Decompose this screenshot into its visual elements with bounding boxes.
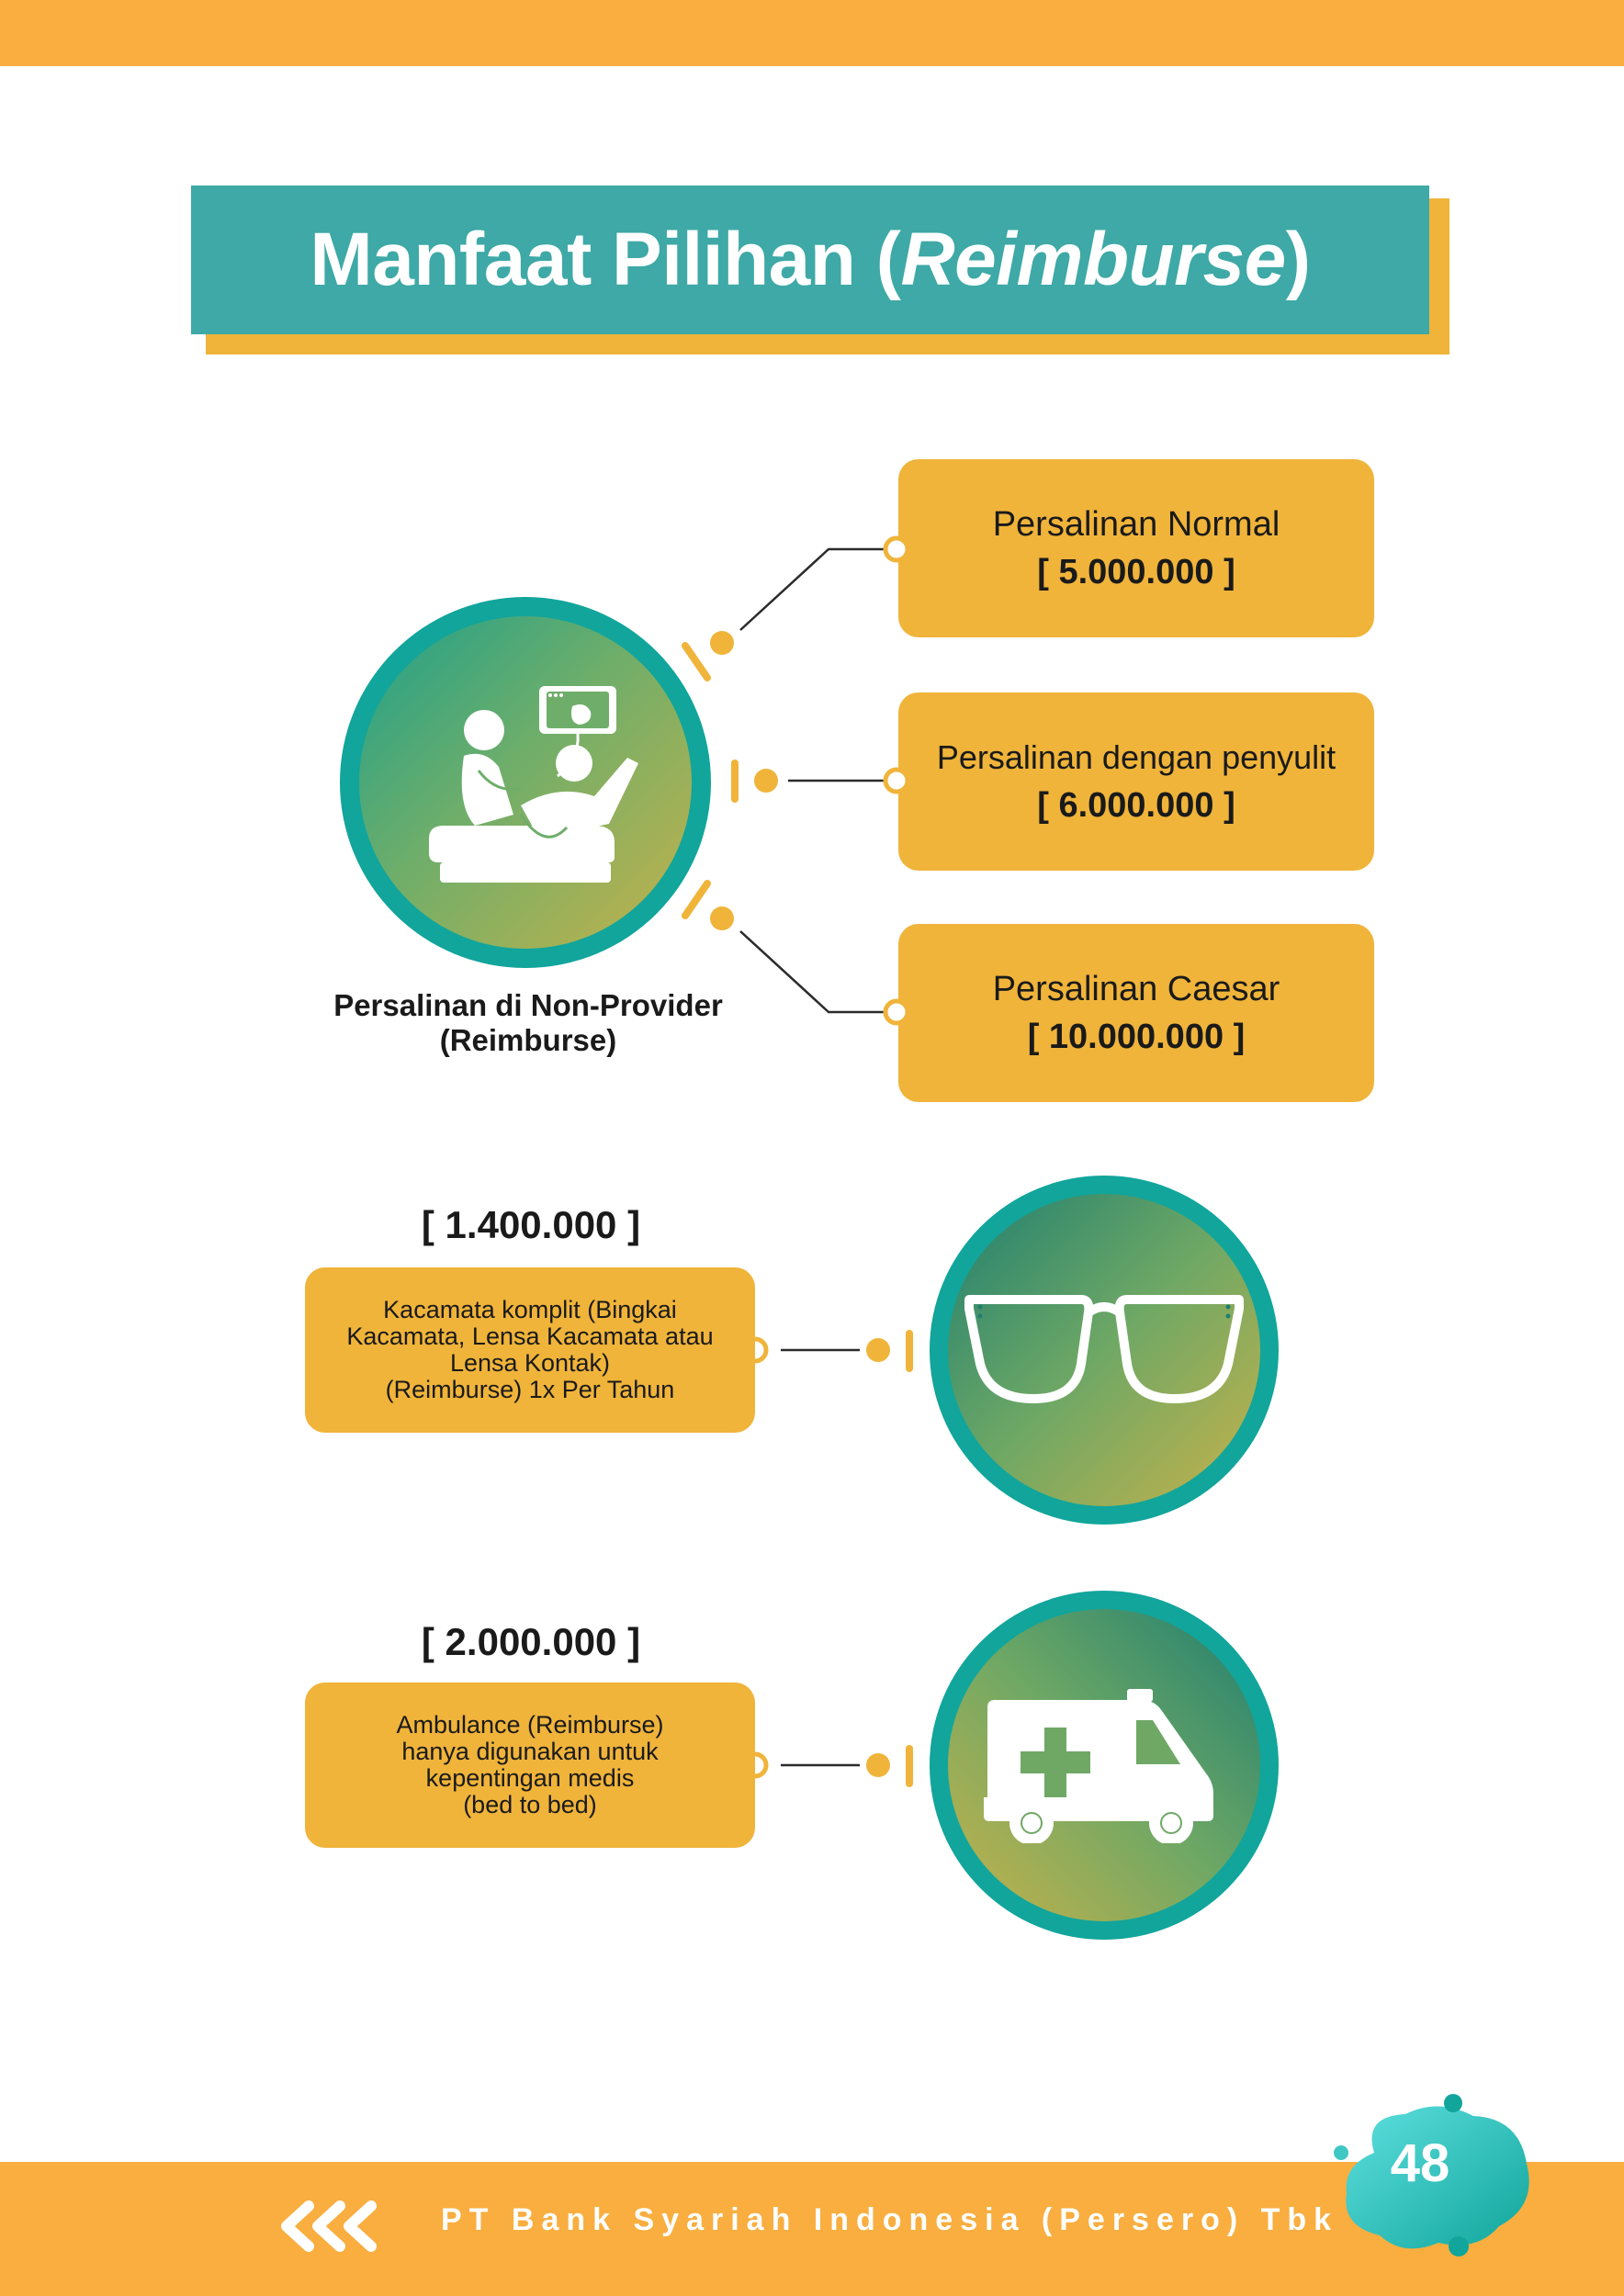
glasses-line: (Reimburse) 1x Per Tahun xyxy=(385,1376,675,1403)
tag-amount: [ 6.000.000 ] xyxy=(1037,786,1235,825)
ambulance-circle-inner xyxy=(948,1609,1260,1921)
page-number-blob xyxy=(1334,2094,1529,2257)
top-band xyxy=(0,0,1624,66)
tag-label: Persalinan Normal xyxy=(992,505,1280,544)
ambulance-line: (bed to bed) xyxy=(463,1791,597,1818)
delivery-caption-line2: (Reimburse) xyxy=(439,1023,617,1057)
delivery-circle xyxy=(340,597,711,968)
glasses-circle xyxy=(930,1176,1279,1525)
triple-chevron-left-icon[interactable] xyxy=(276,2199,384,2254)
tag-label: Persalinan dengan penyulit xyxy=(936,738,1336,776)
glasses-line: Lensa Kontak) xyxy=(449,1349,611,1377)
glasses-tag: Kacamata komplit (Bingkai Kacamata, Lens… xyxy=(305,1267,755,1433)
eyeglasses-icon xyxy=(964,1295,1244,1403)
page-title: Manfaat Pilihan (Reimburse) xyxy=(310,218,1311,301)
glasses-line: Kacamata komplit (Bingkai xyxy=(383,1296,677,1323)
title-banner: Manfaat Pilihan (Reimburse) xyxy=(191,186,1429,334)
glasses-amount: [ 1.400.000 ] xyxy=(421,1203,641,1246)
childbirth-ultrasound-icon xyxy=(429,686,638,883)
page-number: 48 xyxy=(1390,2133,1450,2193)
ambulance-circle xyxy=(930,1591,1279,1940)
tag-persalinan-penyulit: Persalinan dengan penyulit [ 6.000.000 ] xyxy=(898,692,1374,871)
tag-persalinan-normal: Persalinan Normal [ 5.000.000 ] xyxy=(898,459,1374,637)
glasses-line: Kacamata, Lensa Kacamata atau xyxy=(346,1322,714,1350)
tag-amount: [ 5.000.000 ] xyxy=(1037,553,1235,591)
tag-label: Persalinan Caesar xyxy=(992,970,1280,1008)
ambulance-tag: Ambulance (Reimburse) hanya digunakan un… xyxy=(305,1683,755,1848)
delivery-caption: Persalinan di Non-Provider (Reimburse) xyxy=(276,988,781,1058)
ambulance-line: kepentingan medis xyxy=(425,1764,635,1792)
ambulance-icon xyxy=(984,1689,1213,1843)
ambulance-amount: [ 2.000.000 ] xyxy=(421,1620,641,1663)
tag-amount: [ 10.000.000 ] xyxy=(1027,1018,1246,1056)
tag-persalinan-caesar: Persalinan Caesar [ 10.000.000 ] xyxy=(898,924,1374,1102)
delivery-circle-inner xyxy=(359,616,692,949)
ambulance-line: Ambulance (Reimburse) xyxy=(396,1711,664,1739)
delivery-caption-line1: Persalinan di Non-Provider xyxy=(333,988,723,1022)
ambulance-line: hanya digunakan untuk xyxy=(401,1738,659,1765)
footer-company: PT Bank Syariah Indonesia (Persero) Tbk xyxy=(441,2202,1339,2237)
glasses-circle-inner xyxy=(948,1194,1260,1506)
